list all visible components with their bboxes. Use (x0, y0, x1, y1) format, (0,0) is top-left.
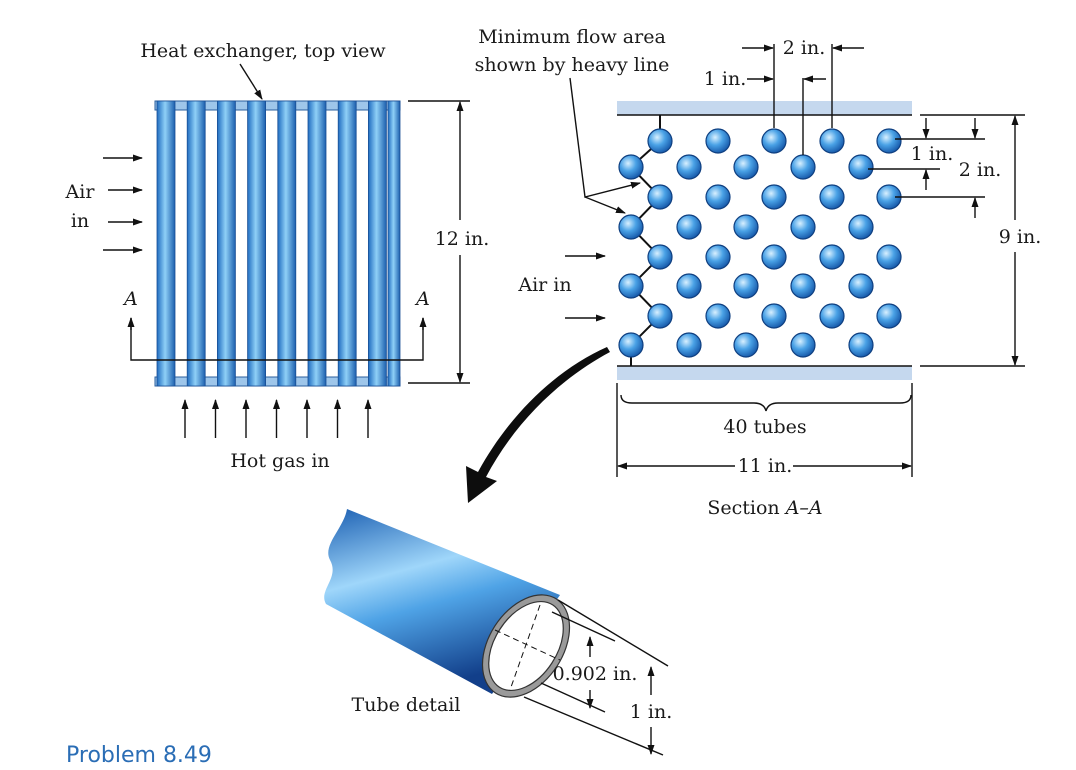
hot-gas-label: Hot gas in (230, 450, 329, 472)
air-in-label-line2: in (71, 210, 89, 232)
top-view-title: Heat exchanger, top view (140, 40, 386, 62)
tube-cross-section (761, 303, 787, 329)
tube-count-brace (620, 394, 912, 412)
tube-cross-section (761, 128, 787, 154)
vertical-tubes (156, 100, 401, 387)
vertical-tube (247, 100, 267, 387)
section-marker-right: A (414, 288, 430, 310)
detail-ext-2 (540, 682, 606, 713)
tube-cross-section (876, 244, 902, 270)
tube-cross-section (676, 332, 702, 358)
tube-cross-section (848, 154, 874, 180)
tube-cross-section (705, 244, 731, 270)
hot-gas-arrows (181, 399, 372, 438)
dim-top-2in-label: 2 in. (783, 37, 825, 59)
dim-top-1in-label: 1 in. (704, 68, 746, 90)
title-leader (239, 63, 263, 100)
tube-cross-section (618, 332, 644, 358)
tube-cross-section (819, 184, 845, 210)
tube-cross-section (647, 244, 673, 270)
tube-cross-section (676, 273, 702, 299)
tube-cross-section (705, 128, 731, 154)
tube-cross-section (647, 303, 673, 329)
tube-cross-section (790, 154, 816, 180)
tube-detail-title: Tube detail (352, 694, 461, 716)
tube-cross-section (848, 332, 874, 358)
tube-cross-section (618, 273, 644, 299)
tube-cross-section (848, 214, 874, 240)
tube-cross-section (676, 154, 702, 180)
dim-11-label: 11 in. (738, 455, 793, 477)
top-view: Heat exchanger, top view A A Air in Hot … (65, 40, 490, 472)
min-flow-label-line1: Minimum flow area (478, 26, 666, 48)
tube-cross-section (647, 128, 673, 154)
dim-9-label: 9 in. (999, 226, 1041, 248)
tube-cross-section (705, 303, 731, 329)
detail-ext-1 (551, 611, 616, 642)
tube-cross-section (876, 128, 902, 154)
tube-cross-section (618, 214, 644, 240)
top-plate (617, 101, 912, 115)
air-in-label-line1: Air (65, 181, 96, 203)
tube-count-label: 40 tubes (723, 416, 806, 438)
tube-cross-section (676, 214, 702, 240)
dim-right-2in-label: 2 in. (959, 159, 1001, 181)
outer-diameter-label: 1 in. (630, 701, 672, 723)
vertical-tube (277, 100, 297, 387)
detail-callout-arrow (466, 347, 610, 503)
tube-cross-section (819, 128, 845, 154)
vertical-tube (367, 100, 387, 387)
tube-cross-section (848, 273, 874, 299)
detail-ext-4 (523, 696, 664, 756)
section-air-in-label: Air in (517, 274, 571, 296)
tube-cross-section (819, 244, 845, 270)
min-flow-label-line2: shown by heavy line (475, 54, 670, 76)
vertical-tube (337, 100, 357, 387)
vertical-tube (387, 100, 401, 387)
tube-cross-section (647, 184, 673, 210)
min-flow-heavy-line (629, 115, 662, 366)
dim-right-1in-label: 1 in. (911, 143, 953, 165)
tube-cross-section (819, 303, 845, 329)
tube-cross-section (790, 214, 816, 240)
min-flow-leader-2 (584, 196, 626, 214)
tube-detail: 0.902 in. 1 in. Tube detail (324, 509, 672, 756)
tube-cross-section (733, 214, 759, 240)
tube-cross-section (733, 273, 759, 299)
tube-cross-section (761, 184, 787, 210)
vertical-tube (307, 100, 327, 387)
tube-cross-section (733, 154, 759, 180)
bore-centerline-1 (494, 629, 561, 661)
tube-cross-section (733, 332, 759, 358)
tube-cross-sections (618, 128, 902, 358)
tube-cross-section (705, 184, 731, 210)
vertical-tube (186, 100, 206, 387)
dim-12-label: 12 in. (435, 228, 490, 250)
section-title: Section A–A (707, 497, 822, 519)
section-view: Minimum flow area shown by heavy line 2 … (475, 26, 1042, 519)
tube-cross-section (790, 332, 816, 358)
tube-cross-section (790, 273, 816, 299)
tube-cross-section (876, 303, 902, 329)
problem-caption: Problem 8.49 (66, 743, 212, 768)
bore-centerline-2 (509, 604, 541, 691)
section-cut-line (130, 318, 424, 361)
tube-cross-section (761, 244, 787, 270)
inner-diameter-label: 0.902 in. (553, 663, 638, 685)
tube-cross-section (618, 154, 644, 180)
vertical-tube (216, 100, 236, 387)
bottom-plate (617, 366, 912, 380)
vertical-tube (156, 100, 176, 387)
detail-ext-3 (557, 599, 669, 667)
section-marker-left: A (122, 288, 138, 310)
